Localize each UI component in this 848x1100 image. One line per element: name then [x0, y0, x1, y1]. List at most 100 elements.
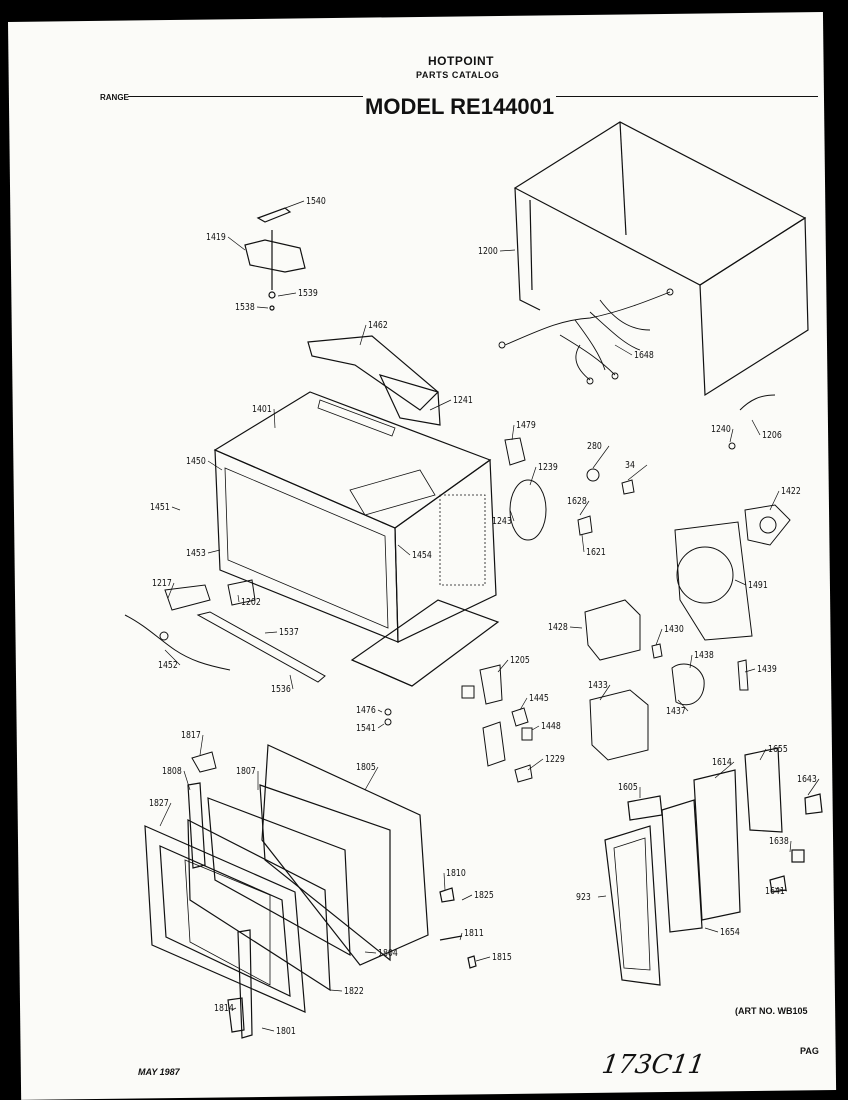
- part-callout-1536: 1536: [271, 684, 291, 695]
- leader-line-1817: [199, 734, 204, 756]
- leader-line-1808: [183, 770, 191, 791]
- handwritten-note: 173C11: [599, 1050, 707, 1080]
- part-callout-1428: 1428: [548, 622, 568, 633]
- part-callout-1229: 1229: [545, 754, 565, 765]
- leader-line-1428: [569, 626, 583, 629]
- part-callout-1638: 1638: [769, 836, 789, 847]
- part-callout-1628: 1628: [567, 496, 587, 507]
- part-callout-1430: 1430: [664, 624, 684, 635]
- leader-line-1448: [531, 725, 540, 731]
- leader-line-1243: [509, 509, 515, 522]
- part-callout-1439: 1439: [757, 664, 777, 675]
- leader-line-1621: [581, 534, 585, 553]
- part-callout-1437: 1437: [666, 706, 686, 717]
- part-callout-1541: 1541: [356, 723, 376, 734]
- leader-line-1430: [655, 628, 663, 646]
- leader-line-923: [597, 895, 607, 898]
- leader-line-1454: [397, 544, 411, 556]
- catalog-date: MAY 1987: [138, 1067, 180, 1077]
- leader-line-1825: [461, 894, 473, 901]
- part-callout-1825: 1825: [474, 890, 494, 901]
- leader-line-1206: [751, 419, 761, 436]
- leader-line-1200: [499, 249, 516, 252]
- leader-line-1654: [704, 927, 719, 933]
- small-parts-drawing: [124, 394, 791, 783]
- part-callout-1810: 1810: [446, 868, 466, 879]
- leader-line-1804: [364, 951, 377, 954]
- part-callout-1202: 1202: [241, 597, 261, 608]
- leader-line-1655: [759, 748, 767, 761]
- leader-line-1438: [689, 654, 693, 669]
- part-callout-923: 923: [576, 892, 591, 903]
- part-callout-1200: 1200: [478, 246, 498, 257]
- part-callout-1205: 1205: [510, 655, 530, 666]
- leader-line-1614: [714, 761, 735, 779]
- leader-line-1536: [289, 674, 294, 690]
- part-callout-1239: 1239: [538, 462, 558, 473]
- part-callout-1605: 1605: [618, 782, 638, 793]
- leader-line-280: [592, 445, 610, 469]
- part-callout-1538: 1538: [235, 302, 255, 313]
- part-callout-1241: 1241: [453, 395, 473, 406]
- part-callout-1540: 1540: [306, 196, 326, 207]
- part-callout-1419: 1419: [206, 232, 226, 243]
- part-callout-1537: 1537: [279, 627, 299, 638]
- page-label: PAG: [800, 1046, 819, 1056]
- leader-line-1445: [519, 697, 528, 711]
- leader-line-1433: [599, 684, 611, 701]
- part-callout-1817: 1817: [181, 730, 201, 741]
- leader-line-1540: [279, 200, 305, 211]
- part-callout-1811: 1811: [464, 928, 484, 939]
- art-number: (ART NO. WB105: [735, 1006, 808, 1016]
- part-callout-1539: 1539: [298, 288, 318, 299]
- range-label: RANGE: [100, 93, 129, 102]
- leader-line-1453: [207, 549, 221, 554]
- part-callout-1804: 1804: [378, 948, 398, 959]
- part-callout-1654: 1654: [720, 927, 740, 938]
- leader-line-1814: [231, 1007, 237, 1011]
- part-callout-1453: 1453: [186, 548, 206, 559]
- part-callout-1422: 1422: [781, 486, 801, 497]
- catalog-subtitle: PARTS CATALOG: [416, 70, 500, 80]
- leader-line-1202: [237, 594, 240, 603]
- part-callout-1479: 1479: [516, 420, 536, 431]
- leader-line-1822: [329, 989, 343, 992]
- leader-line-1205: [497, 659, 509, 673]
- leader-line-1628: [579, 500, 590, 516]
- leader-line-1810: [443, 872, 446, 891]
- leader-line-1811: [459, 932, 463, 941]
- part-callout-1614: 1614: [712, 757, 732, 768]
- part-callout-1822: 1822: [344, 986, 364, 997]
- part-callout-1807: 1807: [236, 766, 256, 777]
- leader-line-1643: [807, 778, 820, 796]
- part-callout-1621: 1621: [586, 547, 606, 558]
- part-callout-1491: 1491: [748, 580, 768, 591]
- leader-line-1476: [377, 709, 383, 713]
- leader-line-1538: [256, 306, 269, 309]
- leader-line-1452: [164, 649, 181, 666]
- leader-line-1239: [529, 466, 537, 486]
- wire-harness-drawing: [498, 288, 674, 385]
- leader-line-1541: [377, 723, 385, 729]
- part-callout-1643: 1643: [797, 774, 817, 785]
- model-title: MODEL RE144001: [363, 94, 557, 120]
- part-callout-1805: 1805: [356, 762, 376, 773]
- part-callout-1452: 1452: [158, 660, 178, 671]
- part-callout-1240: 1240: [711, 424, 731, 435]
- part-callout-1476: 1476: [356, 705, 376, 716]
- leader-line-1815: [475, 956, 491, 962]
- part-callout-1206: 1206: [762, 430, 782, 441]
- leader-line-1241: [429, 399, 452, 411]
- part-callout-1454: 1454: [412, 550, 432, 561]
- part-callout-1451: 1451: [150, 502, 170, 513]
- outer-case-drawing: [513, 121, 809, 397]
- part-callout-1655: 1655: [768, 744, 788, 755]
- part-callout-1401: 1401: [252, 404, 272, 415]
- air-duct-drawing: [307, 335, 441, 426]
- leader-line-1479: [511, 424, 515, 441]
- part-callout-1801: 1801: [276, 1026, 296, 1037]
- leader-line-1827: [159, 802, 172, 827]
- leader-line-1437: [677, 699, 689, 712]
- part-callout-34: 34: [625, 460, 635, 471]
